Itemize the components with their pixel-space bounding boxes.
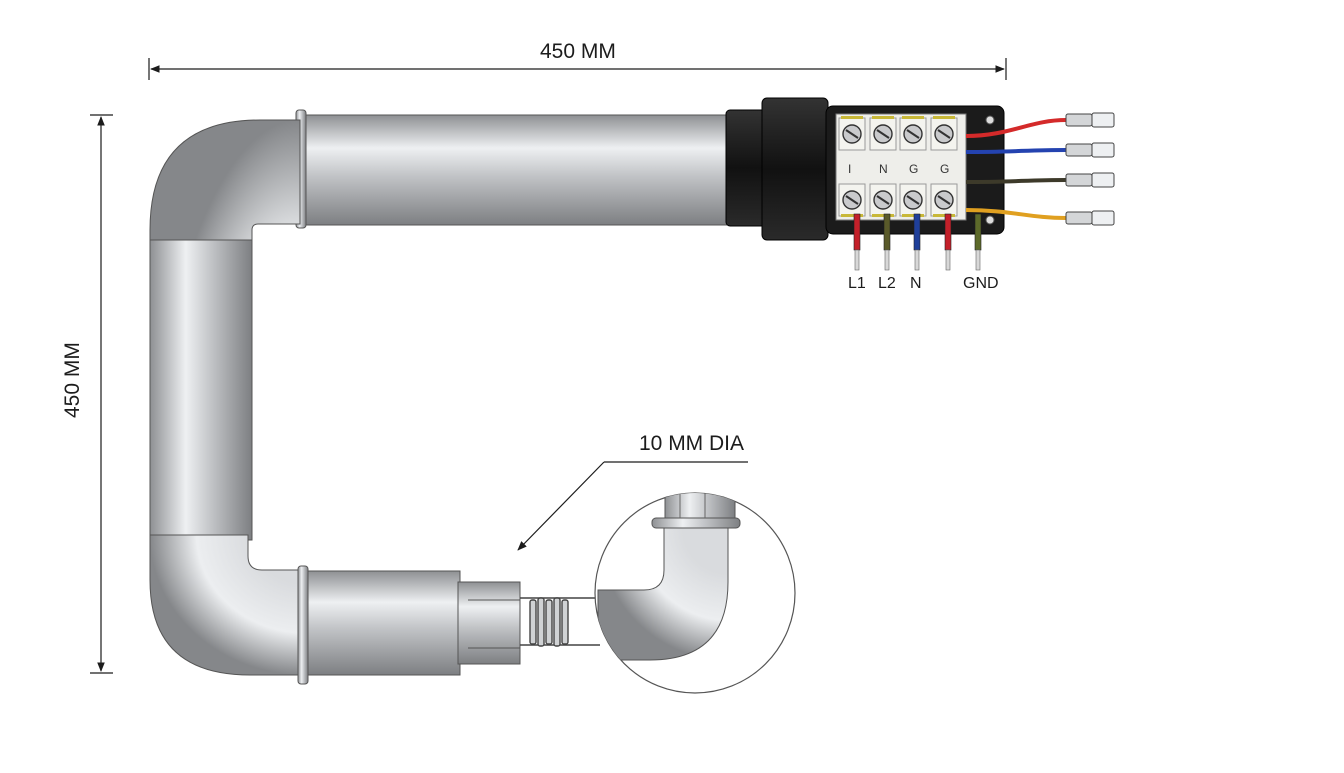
detail-circle	[594, 492, 796, 694]
terminal-strip	[872, 214, 894, 217]
screw-slot	[906, 129, 920, 139]
connector-collar	[725, 97, 829, 241]
terminal-letter: I	[848, 162, 852, 176]
side-wire	[965, 118, 1067, 138]
bottom-wire	[944, 213, 952, 251]
terminal-strip	[841, 116, 863, 119]
side-wire	[965, 208, 1067, 220]
screw-slot	[906, 195, 920, 205]
wire-tip	[884, 249, 890, 271]
terminal-strip	[902, 116, 924, 119]
screw-slot	[937, 129, 951, 139]
bottom-wire	[853, 213, 861, 251]
wire-label: N	[910, 275, 922, 292]
screw-slot	[845, 195, 859, 205]
side-wires	[965, 112, 1115, 226]
width-label: 450 MM	[540, 40, 616, 63]
terminal-strip	[841, 214, 863, 217]
crimp-terminal	[1065, 211, 1093, 225]
terminal-screws	[838, 116, 958, 217]
terminal-strip	[872, 116, 894, 119]
wire-tip	[945, 249, 951, 271]
spade-tab	[1091, 112, 1115, 128]
spade-tab	[1091, 210, 1115, 226]
height-dimension	[90, 114, 113, 674]
terminal-letter: G	[909, 162, 919, 176]
wire-label: L1	[848, 275, 866, 292]
bottom-wire	[974, 213, 982, 251]
screw-slot	[876, 195, 890, 205]
bottom-pipe	[297, 565, 521, 685]
terminal-letter: G	[940, 162, 950, 176]
terminal-strip	[933, 214, 955, 217]
wire-label: L2	[878, 275, 896, 292]
side-wire	[965, 148, 1067, 154]
side-wire	[965, 178, 1067, 184]
spade-tab	[1091, 172, 1115, 188]
spade-tab	[1091, 142, 1115, 158]
top-pipe	[295, 109, 731, 229]
diameter-callout-label: 10 MM DIA	[639, 432, 745, 455]
crimp-terminal	[1065, 143, 1093, 157]
screw-slot	[937, 195, 951, 205]
vertical-pipe	[149, 239, 253, 541]
crimp-terminal	[1065, 113, 1093, 127]
bottom-wire	[913, 213, 921, 251]
wire-tip	[914, 249, 920, 271]
wire-tip	[975, 249, 981, 271]
screw-slot	[876, 129, 890, 139]
spring-coil	[520, 597, 600, 647]
height-label: 450 MM	[61, 342, 84, 418]
terminal-strip	[933, 116, 955, 119]
terminal-letter: N	[879, 162, 888, 176]
bottom-left-elbow	[149, 534, 306, 676]
wire-tip	[854, 249, 860, 271]
crimp-terminal	[1065, 173, 1093, 187]
screw-slot	[845, 129, 859, 139]
terminal-strip	[902, 214, 924, 217]
width-dimension	[148, 58, 1007, 80]
bottom-wires	[853, 213, 982, 271]
bottom-wire	[883, 213, 891, 251]
wire-label: GND	[963, 275, 999, 292]
diameter-callout-leader	[517, 461, 748, 551]
